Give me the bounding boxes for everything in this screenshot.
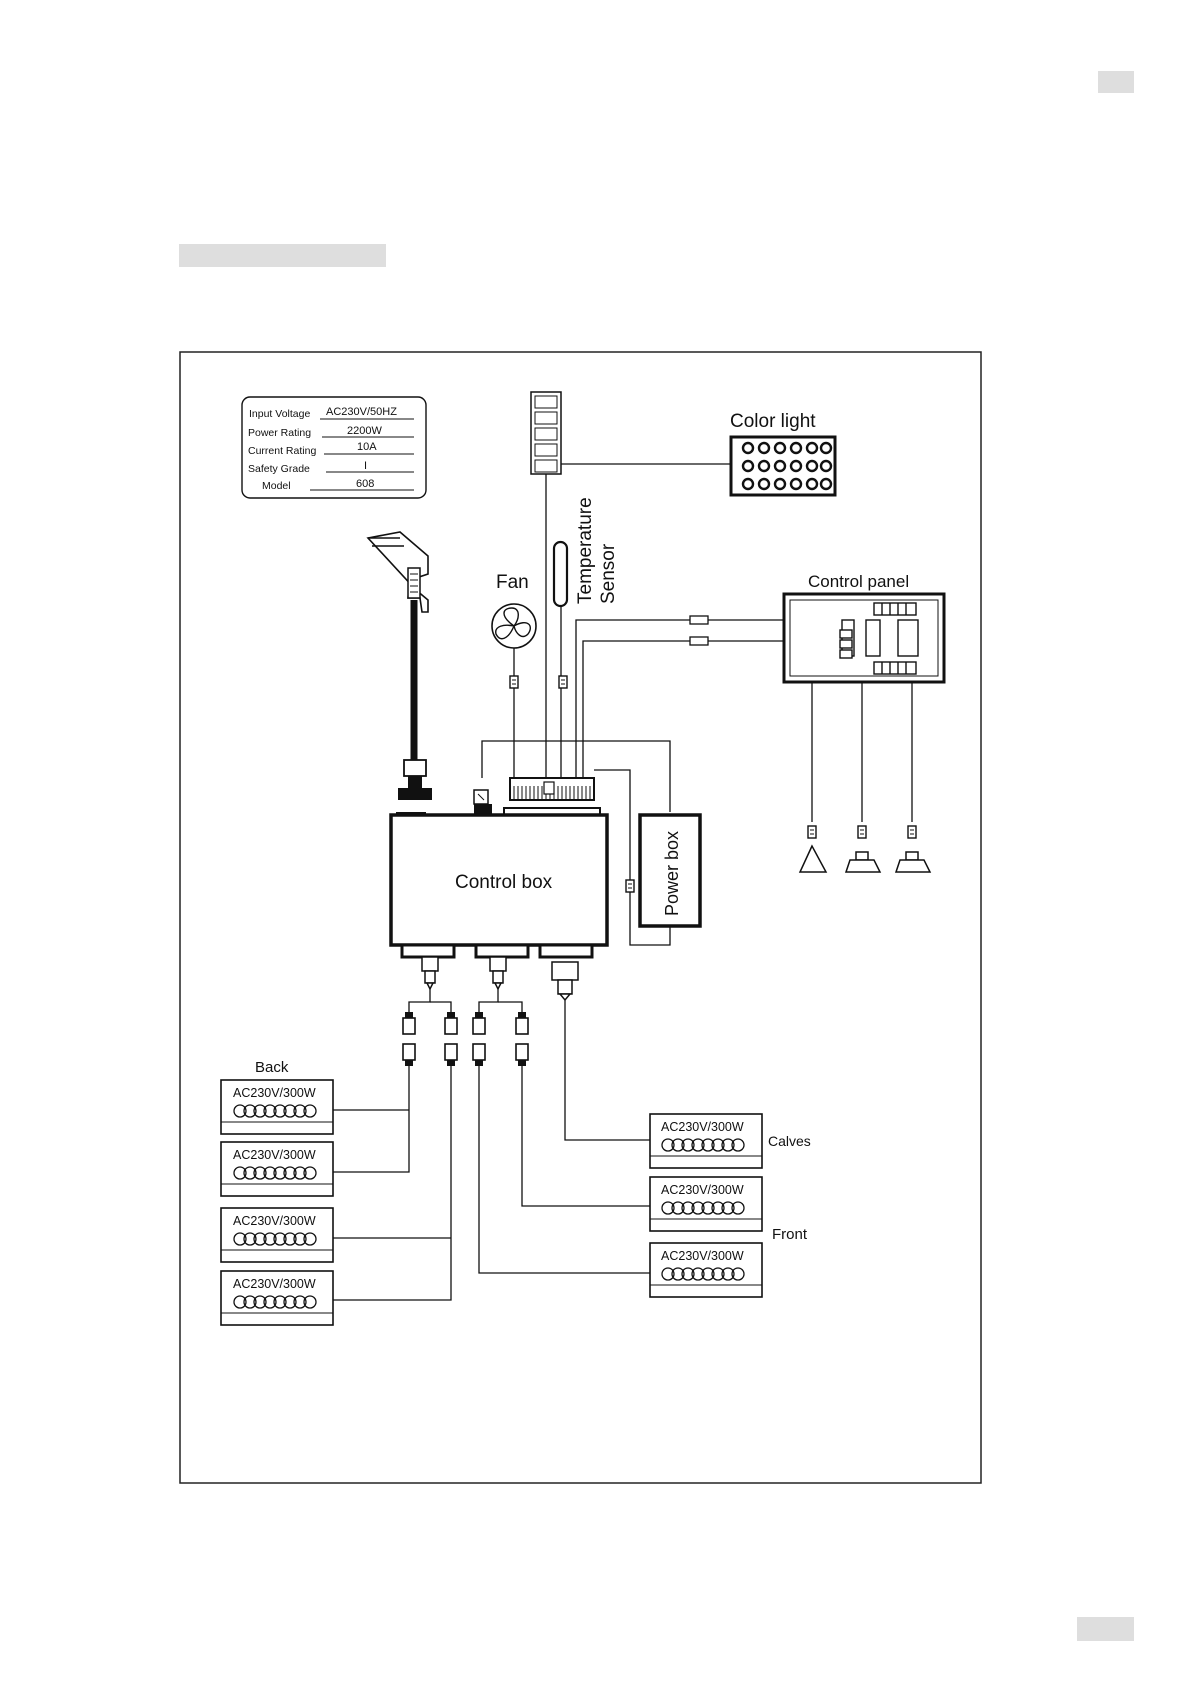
- speaker-icon-right: [896, 852, 930, 872]
- temperature-sensor: Temperature Sensor: [554, 497, 619, 778]
- spec-plate: Input Voltage AC230V/50HZ Power Rating 2…: [242, 397, 426, 498]
- heater-front-1: AC230V/300W: [650, 1177, 762, 1231]
- heater-back-1: AC230V/300W: [221, 1080, 333, 1134]
- heater-lead-wires: [333, 1066, 650, 1300]
- heater-back-4: AC230V/300W: [221, 1271, 333, 1325]
- terminal-board: [510, 778, 594, 800]
- heater-front-1-label: AC230V/300W: [661, 1183, 744, 1197]
- heater-back-2-label: AC230V/300W: [233, 1148, 316, 1162]
- heater-front-2: AC230V/300W: [650, 1243, 762, 1297]
- power-box: Power box: [640, 815, 700, 926]
- fan-icon: Fan: [492, 572, 536, 778]
- spec-label-current-rating: Current Rating: [248, 445, 316, 457]
- spec-value-current-rating: 10A: [357, 441, 377, 453]
- speaker-icon-left: [800, 846, 826, 872]
- heater-back-4-label: AC230V/300W: [233, 1277, 316, 1291]
- spec-value-power-rating: 2200W: [347, 425, 382, 437]
- heater-back-3-label: AC230V/300W: [233, 1214, 316, 1228]
- color-light-label: Color light: [730, 411, 816, 432]
- spec-label-power-rating: Power Rating: [248, 427, 311, 439]
- heater-calves-label: AC230V/300W: [661, 1120, 744, 1134]
- grounding-connector: [474, 790, 492, 814]
- heater-front-2-label: AC230V/300W: [661, 1249, 744, 1263]
- spec-value-model: 608: [356, 478, 374, 490]
- power-plug-icon: [368, 532, 432, 800]
- spec-label-safety-grade: Safety Grade: [248, 463, 310, 475]
- speaker-wires: [812, 682, 912, 822]
- spec-label-model: Model: [262, 480, 291, 492]
- heater-back-3: AC230V/300W: [221, 1208, 333, 1262]
- heater-back-1-label: AC230V/300W: [233, 1086, 316, 1100]
- heater-back-2: AC230V/300W: [221, 1142, 333, 1196]
- fan-label: Fan: [496, 572, 529, 593]
- power-box-label: Power box: [662, 831, 682, 916]
- spec-value-safety-grade: I: [364, 460, 367, 472]
- speaker-icon-middle: [846, 852, 880, 872]
- temperature-label: Temperature: [575, 497, 596, 604]
- spec-value-input-voltage: AC230V/50HZ: [326, 406, 397, 418]
- control-box-label: Control box: [455, 872, 553, 893]
- control-panel-wires: [576, 620, 784, 778]
- control-panel-label: Control panel: [808, 572, 909, 591]
- control-box: Control box: [391, 808, 607, 957]
- spec-label-input-voltage: Input Voltage: [249, 408, 310, 420]
- color-light: Color light: [730, 411, 835, 495]
- calves-label: Calves: [768, 1133, 811, 1149]
- back-label: Back: [255, 1059, 289, 1076]
- heater-harness: [409, 989, 650, 1140]
- output-connectors: [422, 957, 578, 1000]
- heater-calves: AC230V/300W: [650, 1114, 762, 1168]
- sensor-label: Sensor: [598, 543, 619, 604]
- control-panel: Control panel: [784, 572, 944, 682]
- front-label: Front: [772, 1226, 808, 1243]
